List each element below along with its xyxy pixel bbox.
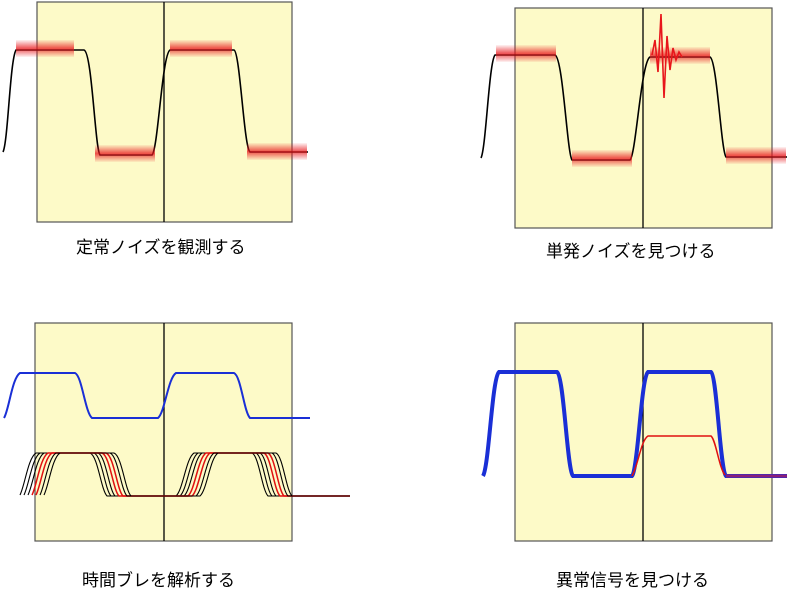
caption-abnormal-signal: 異常信号を見つける bbox=[556, 571, 709, 591]
panel-abnormal-signal bbox=[481, 322, 787, 542]
noise-band bbox=[650, 47, 710, 64]
abnormal-signal-trace bbox=[631, 435, 726, 477]
caption-steady-noise: 定常ノイズを観測する bbox=[76, 238, 246, 258]
panel-timing-jitter bbox=[3, 322, 350, 542]
noise-band bbox=[170, 40, 232, 57]
caption-single-noise: 単発ノイズを見つける bbox=[546, 242, 716, 262]
single-shot-glitch bbox=[651, 13, 683, 99]
caption-timing-jitter: 時間ブレを解析する bbox=[82, 571, 235, 591]
panel-single-noise bbox=[480, 7, 787, 229]
noise-band bbox=[726, 147, 786, 164]
noise-band bbox=[247, 143, 307, 160]
noise-band bbox=[496, 45, 556, 62]
noise-band bbox=[95, 145, 155, 162]
panel-steady-noise bbox=[2, 1, 308, 223]
noise-band bbox=[572, 150, 632, 167]
noise-band bbox=[16, 40, 74, 57]
jitter-traces bbox=[19, 452, 350, 497]
blue-clock-trace bbox=[3, 372, 310, 419]
